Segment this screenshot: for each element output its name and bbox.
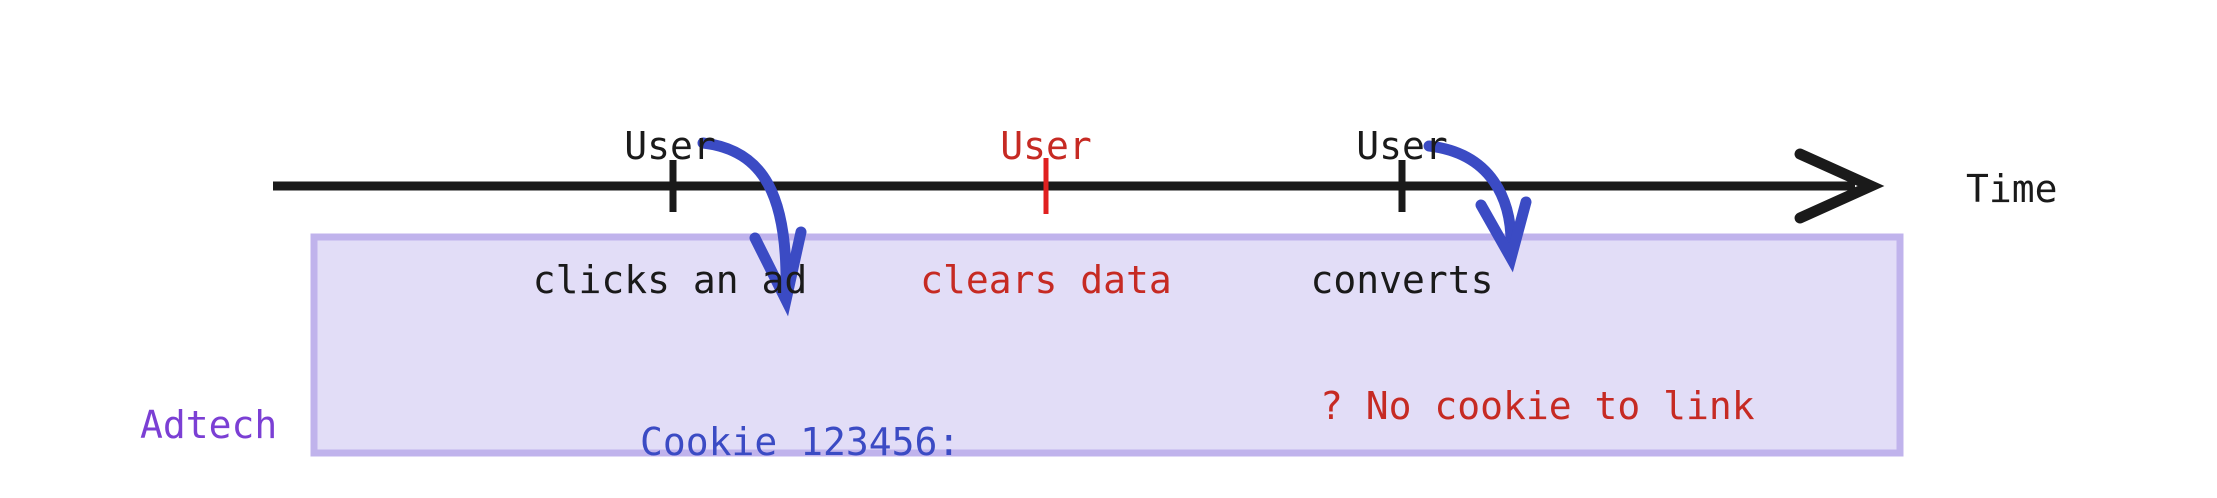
adtech-server-label-line1: Adtech [140, 402, 278, 447]
cookie-note: Cookie 123456: Ad clicked [640, 314, 960, 498]
event-label-clear-data-line1: User [1000, 123, 1092, 168]
event-label-click: User clicks an ad [490, 34, 850, 393]
event-label-convert: User converts [1222, 34, 1582, 393]
adtech-server-label: Adtech server [140, 297, 320, 498]
axis-caption-time: Time [1966, 167, 2058, 211]
no-cookie-note: ? No cookie to link this conversion to ⇒… [1320, 283, 1755, 498]
event-label-convert-line2: converts [1310, 258, 1494, 303]
event-label-clear-data-line2: clears data [920, 258, 1172, 303]
event-label-clear-data: User clears data [866, 34, 1226, 393]
event-label-convert-line1: User [1356, 123, 1448, 168]
timeline-arrowhead-icon [1794, 148, 1885, 224]
no-cookie-note-line1: ? No cookie to link [1320, 383, 1755, 428]
event-label-click-line1: User [624, 123, 716, 168]
cookie-note-line1: Cookie 123456: [640, 419, 961, 464]
event-label-click-line2: clicks an ad [532, 258, 808, 303]
